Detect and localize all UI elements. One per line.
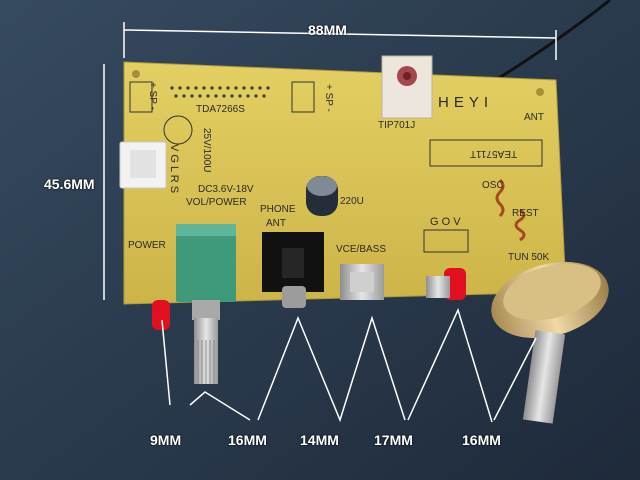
antenna-label: ANT [524, 112, 544, 123]
ic-outline [429, 139, 543, 167]
capacitor-220u-label: 220U [340, 196, 364, 207]
transistor-rotor-center [403, 72, 411, 80]
speaker-connector-right [291, 81, 315, 113]
electrolytic-capacitor-top [307, 176, 337, 196]
tun-label: TUN 50K [508, 252, 550, 263]
power-spec-label: DC3.6V-18V [198, 184, 254, 195]
callout-jack-14mm: 14MM [300, 432, 339, 448]
brand-label: HEYI [438, 94, 494, 111]
callout-lines [161, 307, 537, 423]
phone-jack-slot [282, 248, 304, 278]
bass-switch-inner [350, 272, 374, 292]
power-connector-slot [130, 150, 156, 178]
callout-pot-16mm: 16MM [228, 432, 267, 448]
callout-tuning-16mm: 16MM [462, 432, 501, 448]
coil-osc [495, 178, 505, 218]
transistor-label: TIP701J [378, 120, 416, 131]
osc-label: OSC [482, 180, 504, 191]
width-dimension-line [123, 29, 557, 39]
callout-switch-17mm: 17MM [374, 432, 413, 448]
coil-rest [514, 208, 526, 242]
mount-hole [536, 88, 544, 96]
rest-label: REST [512, 208, 539, 219]
phone-jack-ring [282, 286, 306, 308]
capacitor-footprint [163, 115, 193, 145]
volume-pot-face [176, 224, 236, 236]
antenna-wire [487, 0, 611, 87]
width-dimension-label: 88MM [308, 22, 347, 38]
capacitor-label: 25V/100U [201, 128, 212, 173]
ic-label: TEA5711T [470, 148, 518, 159]
shaft-knurl [197, 340, 215, 384]
chip-pins [170, 86, 270, 98]
volume-potentiometer [176, 224, 236, 302]
phone-label: PHONE [260, 204, 296, 215]
callout-led-9mm: 9MM [150, 432, 182, 448]
mount-hole [132, 70, 140, 78]
vce-bass-label: VCE/BASS [336, 244, 387, 255]
ant-jack-label: ANT [266, 218, 286, 229]
speaker-label-right: + SP - [323, 84, 334, 112]
power-led [152, 300, 170, 330]
led-panel-label: V G L R S [168, 144, 180, 194]
gov-connector [423, 229, 469, 253]
gov-label: G O V [430, 216, 461, 228]
transistor-body [381, 55, 433, 119]
tuning-potentiometer [491, 261, 609, 424]
height-dimension-label: 45.6MM [44, 176, 95, 192]
gov-switch [426, 276, 450, 298]
power-label: POWER [128, 240, 166, 251]
volume-pot-bushing [192, 300, 220, 320]
speaker-connector-left [129, 81, 153, 113]
vol-power-label: VOL/POWER [186, 197, 247, 208]
chip-label: TDA7266S [196, 104, 245, 115]
speaker-label-left: + SP - [147, 82, 158, 110]
